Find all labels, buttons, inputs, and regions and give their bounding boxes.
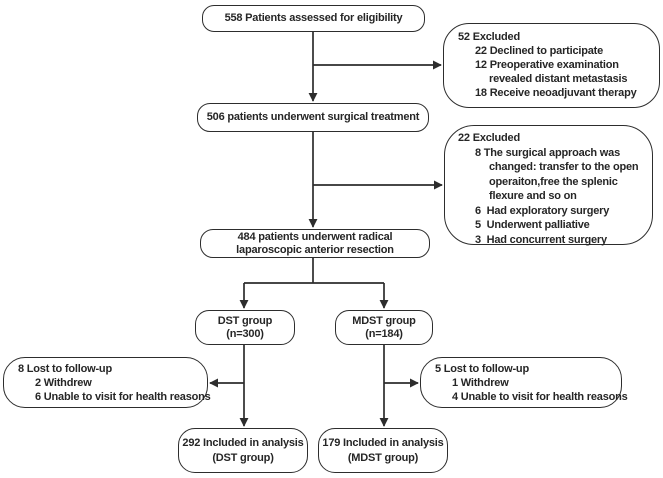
node-analysis-mdst: 179 Included in analysis (MDST group) (318, 428, 448, 473)
node-line: 3 Had concurrent surgery (475, 233, 607, 246)
node-line: 506 patients underwent surgical treatmen… (206, 111, 420, 123)
node-line: laparoscopic anterior resection (236, 243, 394, 256)
node-line: flexure and so on (489, 190, 577, 202)
node-line: 5 Underwent palliative (475, 219, 590, 231)
node-analysis-dst: 292 Included in analysis (DST group) (178, 428, 308, 473)
node-line: (n=184) (365, 327, 403, 340)
node-line: 179 Included in analysis (322, 436, 444, 449)
node-line: (MDST group) (347, 451, 419, 464)
node-radical-resection: 484 patients underwent radical laparosco… (200, 229, 430, 258)
node-line: (DST group) (212, 451, 274, 464)
node-line: operaiton,free the splenic (489, 175, 618, 188)
node-line: (n=300) (226, 327, 264, 340)
node-line: 18 Receive neoadjuvant therapy (475, 87, 637, 99)
node-line: revealed distant metastasis (489, 73, 628, 85)
node-line: 4 Unable to visit for health reasons (452, 391, 628, 403)
node-lost-followup-dst: 8 Lost to follow-up 2 Withdrew 6 Unable … (3, 357, 211, 408)
node-lost-followup-mdst: 5 Lost to follow-up 1 Withdrew 4 Unable … (420, 357, 628, 408)
node-line: 12 Preoperative examination (475, 59, 619, 71)
node-line: 22 Excluded (458, 132, 520, 144)
node-line: DST group (217, 314, 273, 327)
node-line: 292 Included in analysis (182, 436, 304, 449)
node-line: 558 Patients assessed for eligibility (224, 12, 403, 24)
node-assessed-eligibility: 558 Patients assessed for eligibility (202, 5, 425, 32)
node-line: changed: transfer to the open (489, 161, 639, 173)
node-mdst-group: MDST group (n=184) (335, 310, 433, 345)
node-line: 484 patients underwent radical (237, 230, 393, 243)
node-line: 1 Withdrew (452, 377, 509, 389)
node-dst-group: DST group (n=300) (195, 310, 295, 345)
node-line: 6 Unable to visit for health reasons (35, 391, 211, 403)
node-surgical-treatment: 506 patients underwent surgical treatmen… (197, 103, 429, 132)
node-line: 6 Had exploratory surgery (475, 204, 610, 217)
node-excluded-1: 52 Excluded 22 Declined to participate 1… (443, 23, 660, 108)
node-line: 22 Declined to participate (475, 45, 604, 57)
node-line: 2 Withdrew (35, 377, 92, 389)
node-line: 5 Lost to follow-up (435, 363, 529, 375)
node-line: 8 The surgical approach was (475, 146, 620, 159)
node-line: MDST group (352, 314, 416, 327)
node-excluded-2: 22 Excluded 8 The surgical approach was … (444, 125, 653, 246)
node-line: 52 Excluded (458, 31, 520, 43)
node-line: 8 Lost to follow-up (18, 363, 112, 375)
